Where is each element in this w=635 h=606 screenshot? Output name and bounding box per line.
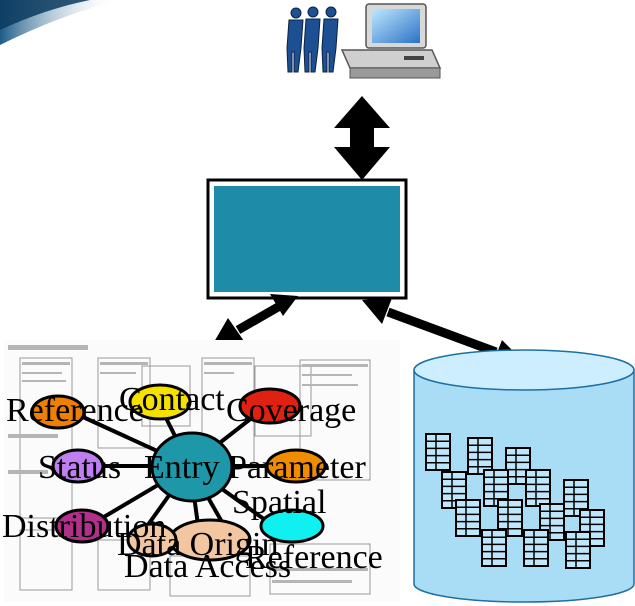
label-entry: Entry — [144, 449, 220, 486]
database-tables — [425, 433, 605, 569]
table-icon — [425, 433, 451, 471]
label-coverage: Coverage — [226, 392, 357, 429]
arrow-to-schema — [214, 294, 298, 344]
table-icon — [525, 469, 551, 507]
table-icon — [455, 499, 481, 537]
label-contact: Contact — [119, 381, 225, 418]
label-data-access: Data Access — [124, 548, 292, 585]
data-origin-node — [126, 522, 178, 558]
parameter-node — [265, 448, 327, 484]
distribution-node — [54, 508, 110, 544]
table-icon — [467, 437, 493, 475]
reference-node — [30, 394, 86, 430]
computer-icon — [340, 3, 442, 79]
table-icon — [565, 531, 591, 569]
users-icon — [286, 6, 339, 73]
label-spatial: Spatial — [232, 484, 327, 521]
double-arrow — [334, 96, 390, 180]
contact-node — [128, 383, 192, 421]
status-node — [51, 448, 105, 484]
label-reference: Reference — [6, 392, 144, 429]
label-data-origin: Data Origin — [117, 526, 279, 563]
label-parameter: Parameter — [228, 449, 366, 486]
label-status: Status — [38, 449, 122, 486]
entry-node — [150, 431, 234, 503]
spatial-node — [259, 508, 325, 544]
table-icon — [481, 529, 507, 567]
label-reference-2: Reference — [245, 539, 383, 576]
label-distribution: Distribution — [2, 508, 167, 545]
table-icon — [523, 529, 549, 567]
coverage-node — [238, 387, 302, 425]
